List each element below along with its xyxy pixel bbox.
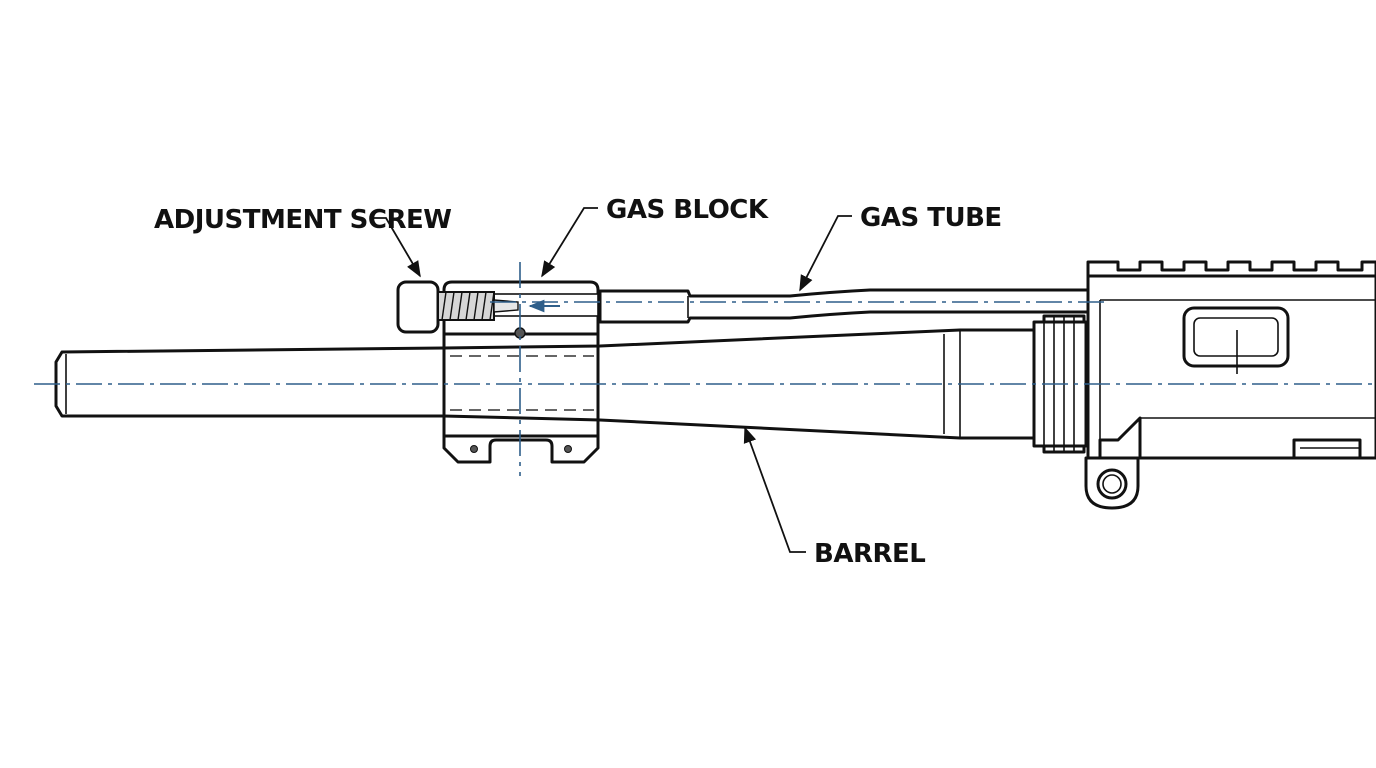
- callout-adjustment-screw: ADJUSTMENT SCREW: [154, 205, 452, 278]
- center-lines: [34, 262, 1376, 476]
- gas-tube: [598, 288, 1090, 324]
- callout-gas-block: GAS BLOCK: [541, 195, 769, 278]
- adjustment-screw: [396, 280, 519, 334]
- label-adjustment-screw: ADJUSTMENT SCREW: [154, 205, 451, 235]
- callout-gas-tube: GAS TUBE: [799, 203, 1002, 292]
- label-gas-block: GAS BLOCK: [606, 195, 769, 225]
- gas-block: [442, 280, 600, 464]
- label-gas-tube: GAS TUBE: [860, 203, 1002, 233]
- callout-barrel: BARREL: [743, 426, 926, 569]
- label-barrel: BARREL: [814, 539, 925, 569]
- upper-receiver: [1084, 260, 1376, 510]
